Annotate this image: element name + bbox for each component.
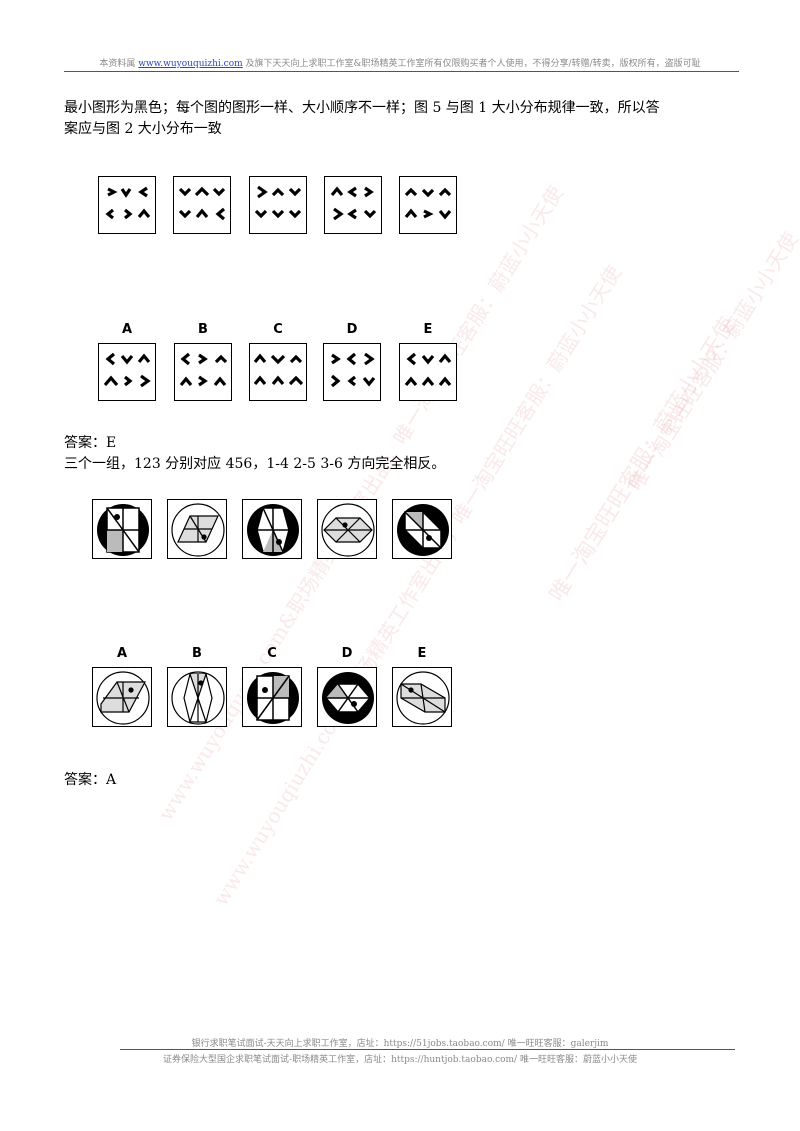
q2-seq-figure-5 <box>392 499 452 559</box>
circle-pattern-icon <box>396 671 450 725</box>
header-suffix: 及旗下天天向上求职工作室&职场精英工作室所有仅限购买者个人使用，不得分享/转赠/… <box>245 59 701 69</box>
q1-option-label-a: A <box>121 322 133 337</box>
q2-option-label-c: C <box>267 646 277 661</box>
q1-option-label-e: E <box>423 322 433 337</box>
q1-option-label-d: D <box>346 322 358 337</box>
chevron-pattern-icon <box>404 352 452 387</box>
footer-line-2: 证券保险大型国企求职笔试面试-职场精英工作室，店址：https://huntjo… <box>163 1055 637 1065</box>
circle-pattern-icon <box>247 504 299 556</box>
q2-option-a[interactable] <box>92 667 152 727</box>
header-link[interactable]: www.wuyouquizhi.com <box>138 59 243 69</box>
q1-option-label-b: B <box>198 322 208 337</box>
q2-option-b[interactable] <box>167 667 227 727</box>
q1-option-c[interactable] <box>249 343 307 401</box>
q1-answer: 答案：E <box>64 435 117 451</box>
q2-answer: 答案：A <box>64 772 117 788</box>
q2-option-d[interactable] <box>317 667 377 727</box>
q1-explanation-line2: 案应与图 2 大小分布一致 <box>64 121 222 137</box>
footer-divider <box>120 1049 735 1050</box>
q2-seq-figure-2 <box>167 499 227 559</box>
circle-pattern-icon <box>171 671 225 725</box>
q2-option-label-b: B <box>192 646 202 661</box>
q2-option-e[interactable] <box>392 667 452 727</box>
watermark-4: 唯一淘宝旺旺客服：蔚蓝小小天使 <box>623 227 800 495</box>
q1-option-b[interactable] <box>174 343 232 401</box>
circle-pattern-icon <box>247 672 299 724</box>
chevron-pattern-icon <box>253 353 304 386</box>
chevron-pattern-icon <box>103 352 151 388</box>
header-prefix: 本资料属 <box>99 59 136 69</box>
q2-seq-figure-4 <box>317 499 377 559</box>
q1-explanation-line1: 最小图形为黑色；每个图的图形一样、大小顺序不一样；图 5 与图 1 大小分布规律… <box>64 100 660 116</box>
q1-seq-figure-2 <box>173 176 231 234</box>
q1-option-label-c: C <box>273 322 283 337</box>
header-divider <box>64 71 739 72</box>
q1-option-d[interactable] <box>323 343 381 401</box>
q1-seq-figure-3 <box>249 176 307 234</box>
q2-option-label-d: D <box>341 646 353 661</box>
q1-seq-figure-5 <box>399 176 457 234</box>
chevron-pattern-icon <box>330 352 376 388</box>
chevron-pattern-icon <box>254 185 302 219</box>
chevron-pattern-icon <box>330 186 377 221</box>
circle-pattern-icon <box>171 503 225 557</box>
q1-option-e[interactable] <box>399 343 457 401</box>
chevron-pattern-icon <box>105 186 151 220</box>
q2-explanation: 三个一组，123 分别对应 456，1-4 2-5 3-6 方向完全相反。 <box>64 456 446 472</box>
circle-pattern-icon <box>397 504 449 556</box>
chevron-pattern-icon <box>404 187 452 220</box>
q2-seq-figure-1 <box>92 499 152 559</box>
q2-option-label-a: A <box>116 646 128 661</box>
circle-pattern-icon <box>321 503 375 557</box>
q2-option-label-e: E <box>417 646 427 661</box>
circle-pattern-icon <box>96 671 150 725</box>
chevron-pattern-icon <box>178 186 226 221</box>
q1-option-a[interactable] <box>98 343 156 401</box>
circle-pattern-icon <box>97 504 149 556</box>
q2-option-c[interactable] <box>242 667 302 727</box>
footer-line-1: 银行求职笔试面试-天天向上求职工作室，店址：https://51jobs.tao… <box>191 1039 609 1049</box>
q1-seq-figure-4 <box>324 176 382 234</box>
watermark-1: 唯一淘宝旺旺客服：蔚蓝小小天使 <box>545 313 742 607</box>
q2-seq-figure-3 <box>242 499 302 559</box>
chevron-pattern-icon <box>179 352 228 387</box>
page-header: 本资料属 www.wuyouquizhi.com 及旗下天天向上求职工作室&职场… <box>0 56 800 69</box>
circle-pattern-icon <box>322 672 374 724</box>
q1-seq-figure-1 <box>98 176 156 234</box>
